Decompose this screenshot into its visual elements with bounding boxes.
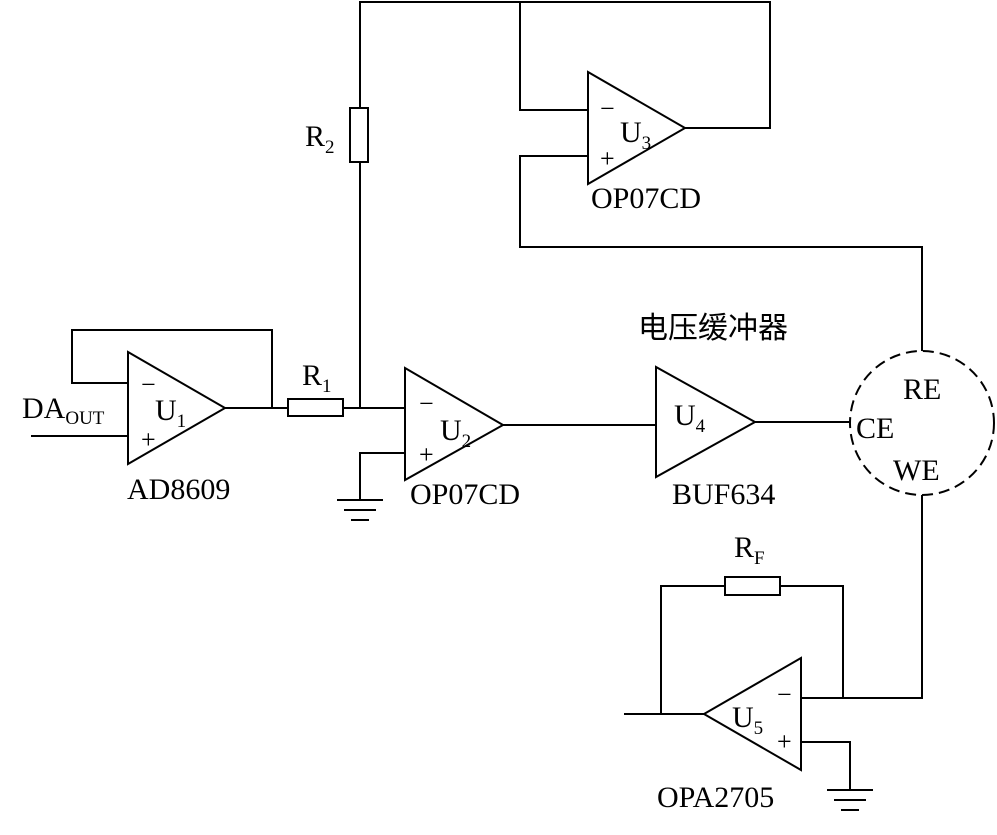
r1-label: R1	[302, 359, 332, 397]
u5-part-number: OPA2705	[657, 781, 774, 814]
u3-plus-sign: +	[600, 144, 615, 173]
voltage-buffer-caption: 电压缓冲器	[638, 311, 788, 346]
wire-u1-feedback	[71, 329, 273, 409]
u1-label: U1	[155, 394, 186, 432]
resistor-r2	[349, 107, 369, 163]
r2-label: R2	[305, 120, 335, 158]
u2-plus-sign: +	[419, 440, 434, 469]
u1-minus-sign: −	[141, 370, 156, 399]
resistor-rf	[724, 576, 781, 596]
electrode-ce-label: CE	[856, 412, 894, 445]
daout-label: DAOUT	[22, 392, 105, 429]
u2-label: U2	[440, 414, 471, 452]
wires	[31, 1, 923, 791]
wire-rf-left	[660, 585, 726, 715]
u5-label: U5	[732, 701, 763, 739]
u2-minus-sign: −	[419, 389, 434, 418]
wire-u3-feedback	[519, 1, 589, 111]
buffer-u4	[655, 365, 758, 479]
wire-we-u5	[800, 494, 923, 699]
u1-part-number: AD8609	[127, 473, 230, 506]
wire-u3-re	[519, 155, 923, 353]
opamp-u1	[127, 350, 228, 466]
rf-label: RF	[734, 531, 765, 569]
electrode-re-label: RE	[903, 373, 941, 406]
wire-u5-ground	[800, 741, 851, 791]
u1-plus-sign: +	[141, 425, 156, 454]
u5-plus-sign: +	[777, 727, 792, 756]
opamp-u5	[701, 656, 802, 772]
opamp-u2	[404, 366, 506, 482]
wire-u2-ground	[359, 452, 406, 501]
wire-r2-upper	[359, 1, 771, 129]
resistor-r1	[287, 398, 344, 417]
u3-minus-sign: −	[600, 94, 615, 123]
ground-u2	[337, 499, 383, 521]
u3-part-number: OP07CD	[591, 182, 701, 215]
u5-minus-sign: −	[777, 680, 792, 709]
u2-part-number: OP07CD	[410, 478, 520, 511]
electrochemical-cell	[849, 350, 995, 496]
ground-u5	[827, 789, 873, 811]
opamp-u3	[587, 70, 688, 186]
wire-rf-right	[779, 585, 844, 699]
u3-label: U3	[620, 116, 651, 154]
electrode-we-label: WE	[893, 454, 940, 487]
u4-part-number: BUF634	[672, 478, 775, 511]
u4-label: U4	[674, 399, 706, 437]
